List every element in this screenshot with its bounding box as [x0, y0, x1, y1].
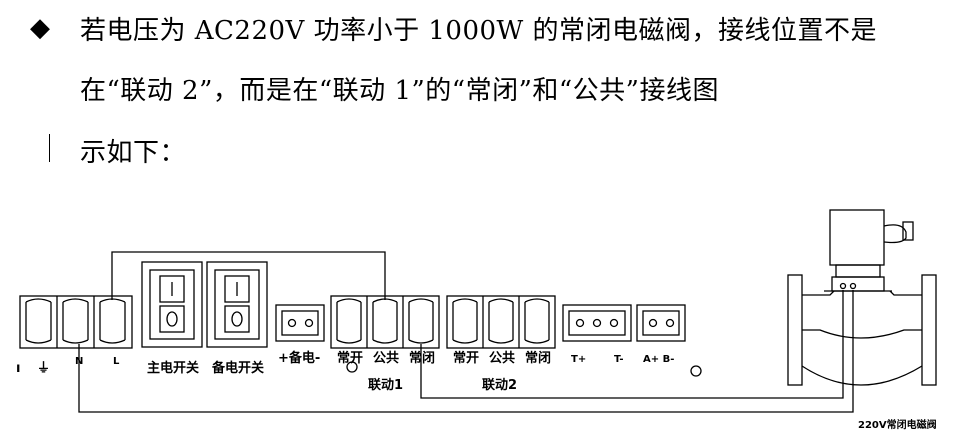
power-terminal-block	[19, 295, 133, 349]
mark-left: ı	[16, 361, 20, 376]
backup-power-switch	[206, 261, 268, 348]
ground-icon: ⏚	[37, 361, 50, 376]
wire-nc-to-valve	[420, 290, 844, 399]
linkage-2-terminal-block	[446, 295, 556, 349]
label-backup-switch: 备电开关	[211, 360, 264, 376]
text-line-3: 示如下：	[80, 138, 187, 168]
label-com-2: 公共	[489, 350, 515, 366]
label-valve: 220V常闭电磁阀	[858, 418, 937, 431]
label-main-switch: 主电开关	[147, 360, 199, 376]
main-power-switch	[141, 261, 203, 348]
label-l: L	[113, 356, 120, 367]
ab-connector	[636, 304, 686, 342]
text-line-2: 在“联动 2”，而是在“联动 1”的“常闭”和“公共”接线图	[80, 76, 719, 106]
t-connector	[562, 304, 632, 342]
bullet-diamond: ◆	[30, 13, 50, 43]
label-ab: A+ B-	[643, 354, 674, 365]
label-com-1: 公共	[373, 350, 399, 366]
text-cursor	[49, 134, 50, 162]
text-line-1: 若电压为 AC220V 功率小于 1000W 的常闭电磁阀，接线位置不是	[80, 16, 878, 46]
linkage-1-terminal-block	[330, 295, 440, 349]
label-linkage-2: 联动2	[482, 378, 517, 393]
label-t-plus: T+	[571, 354, 586, 365]
label-no-2: 常开	[453, 350, 479, 366]
label-linkage-1: 联动1	[368, 378, 403, 393]
mounting-hole	[690, 365, 702, 377]
label-nc-2: 常闭	[525, 350, 551, 366]
backup-power-connector	[275, 304, 325, 342]
label-nc-1: 常闭	[409, 350, 435, 366]
wire-l-to-common	[111, 251, 386, 300]
wire-n-to-valve	[78, 290, 854, 413]
label-no-1: 常开	[337, 350, 363, 366]
label-n: N	[75, 356, 83, 367]
solenoid-valve	[787, 209, 937, 386]
label-t-minus: T-	[614, 354, 624, 365]
mounting-hole	[346, 361, 358, 373]
label-backup-power: +备电-	[278, 350, 320, 366]
